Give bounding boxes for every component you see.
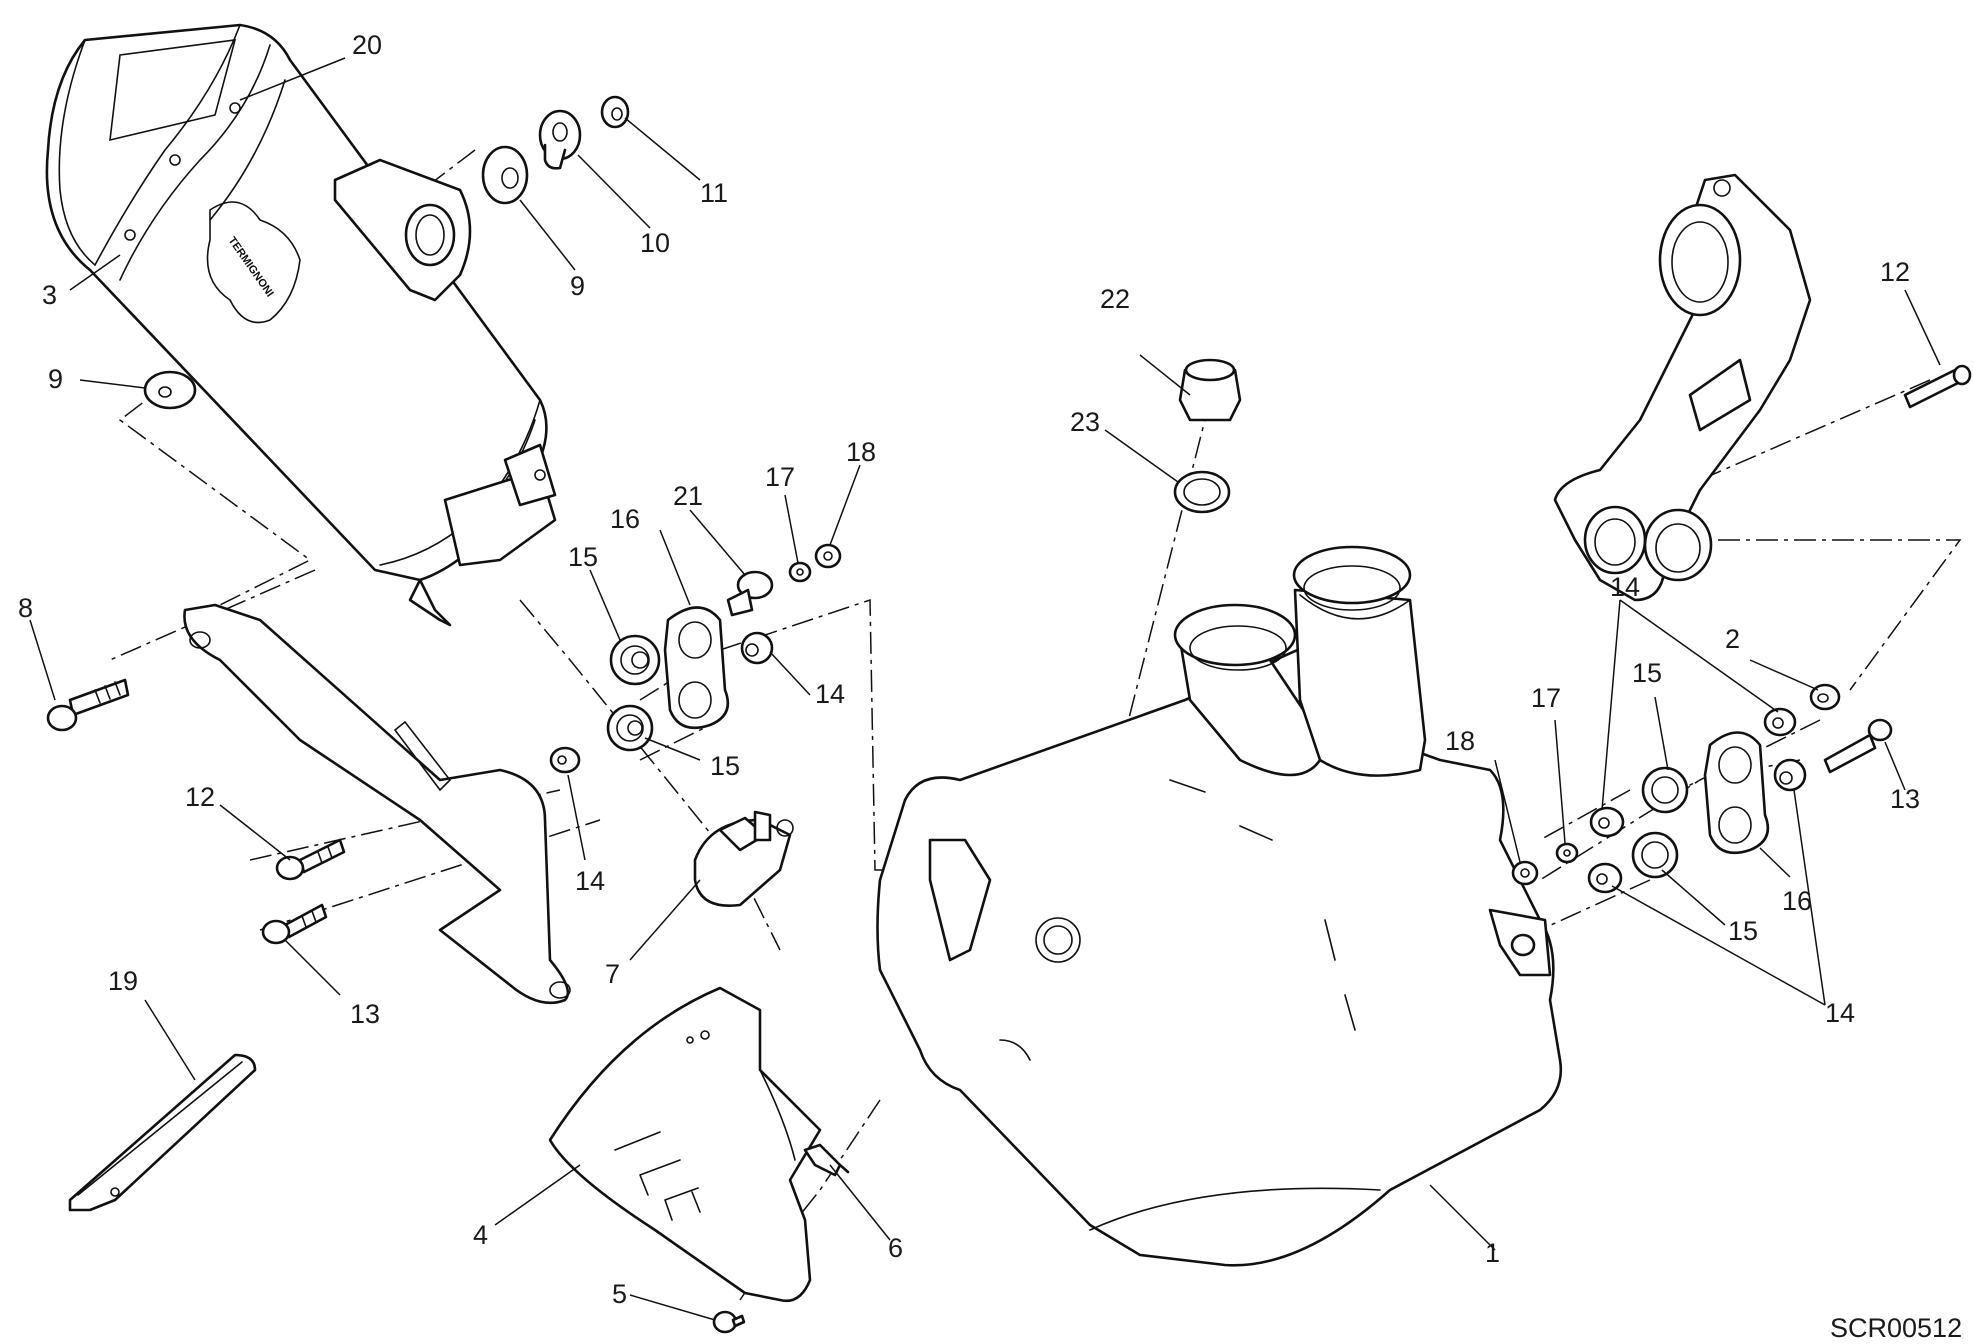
bolt-13-right (1823, 718, 1893, 774)
callout-14-right-bottom: 14 (1825, 998, 1855, 1028)
callout-6: 6 (888, 1233, 903, 1263)
washer-2 (1809, 683, 1841, 711)
callout-22: 22 (1100, 284, 1130, 314)
shield-bracket (183, 603, 571, 1005)
bolt-8 (46, 678, 130, 732)
callout-18-left: 18 (846, 437, 876, 467)
bolt-12-left (275, 838, 346, 881)
diagram-code: SCR00512 (1830, 1313, 1962, 1343)
nut-18-left (814, 543, 842, 569)
callout-5: 5 (612, 1279, 627, 1309)
callout-11: 11 (700, 178, 728, 208)
damper-16-right (1703, 731, 1770, 855)
callout-17-left: 17 (765, 462, 795, 492)
bolt-12-right (1903, 364, 1972, 409)
washer-14-right-lower (1587, 862, 1623, 894)
callout-numbers: 1 2 3 4 5 6 7 8 9 9 10 11 12 12 13 13 14… (18, 30, 1920, 1309)
strap-19 (68, 1053, 257, 1212)
callout-7: 7 (605, 959, 620, 989)
nut-11 (600, 95, 630, 129)
screw-5 (712, 1310, 746, 1334)
collector-silencer-1 (876, 545, 1563, 1267)
callout-13-left: 13 (350, 999, 380, 1029)
footpeg-bracket-right (1553, 173, 1812, 602)
damper-16-left (663, 606, 730, 730)
callout-23: 23 (1070, 407, 1100, 437)
callout-8: 8 (18, 593, 33, 623)
callout-9-right: 9 (570, 271, 585, 301)
heat-shield-4 (548, 986, 822, 1303)
grommet-15-left-lower (606, 704, 654, 752)
callout-20: 20 (352, 30, 382, 60)
callout-15-right-upper: 15 (1632, 658, 1662, 688)
washer-17-left (788, 561, 812, 583)
grommet-15-right-upper (1641, 766, 1689, 814)
washer-14-left (549, 746, 581, 774)
washer-9-right (481, 145, 529, 205)
callout-4: 4 (473, 1220, 488, 1250)
washer-14-right-top (1763, 707, 1797, 737)
bush-21 (726, 570, 774, 617)
callout-9-left: 9 (48, 364, 63, 394)
leader-lines (29, 57, 1941, 1321)
grommet-15-left-upper (609, 634, 661, 686)
callout-16-left: 16 (610, 504, 640, 534)
muffler: TERMIGNONI (45, 23, 557, 627)
clip-6 (803, 1143, 850, 1177)
callout-1: 1 (1485, 1238, 1500, 1268)
washer-17-right (1555, 842, 1579, 864)
washer-14-right-upper (1589, 806, 1625, 838)
callout-15-left-lower: 15 (710, 751, 740, 781)
seal-23 (1173, 470, 1231, 514)
spacer-bush-10 (538, 109, 582, 170)
callout-15-right-lower: 15 (1728, 916, 1758, 946)
callout-12-left: 12 (185, 782, 215, 812)
callout-17-right: 17 (1531, 683, 1561, 713)
callout-19: 19 (108, 966, 138, 996)
callout-13-right: 13 (1890, 784, 1920, 814)
callout-15-left-upper: 15 (568, 542, 598, 572)
callout-16-right: 16 (1782, 886, 1812, 916)
callout-14-right-top: 14 (1610, 572, 1640, 602)
bolt-13-left (261, 903, 328, 945)
callout-14-mid: 14 (815, 679, 845, 709)
clamp-7 (693, 810, 794, 907)
callout-21: 21 (673, 481, 703, 511)
washer-14-right-mid (1773, 758, 1807, 792)
callout-14-left: 14 (575, 866, 605, 896)
drain-plug-22 (1178, 358, 1242, 422)
washer-14-mid (740, 631, 774, 665)
callout-2: 2 (1725, 624, 1740, 654)
callout-10: 10 (640, 228, 670, 258)
washer-9-left (143, 370, 197, 410)
callout-18-right: 18 (1445, 726, 1475, 756)
callout-3: 3 (42, 280, 57, 310)
grommet-15-right-lower (1631, 831, 1679, 879)
nut-18-right (1511, 860, 1539, 886)
callout-12-right: 12 (1880, 257, 1910, 287)
